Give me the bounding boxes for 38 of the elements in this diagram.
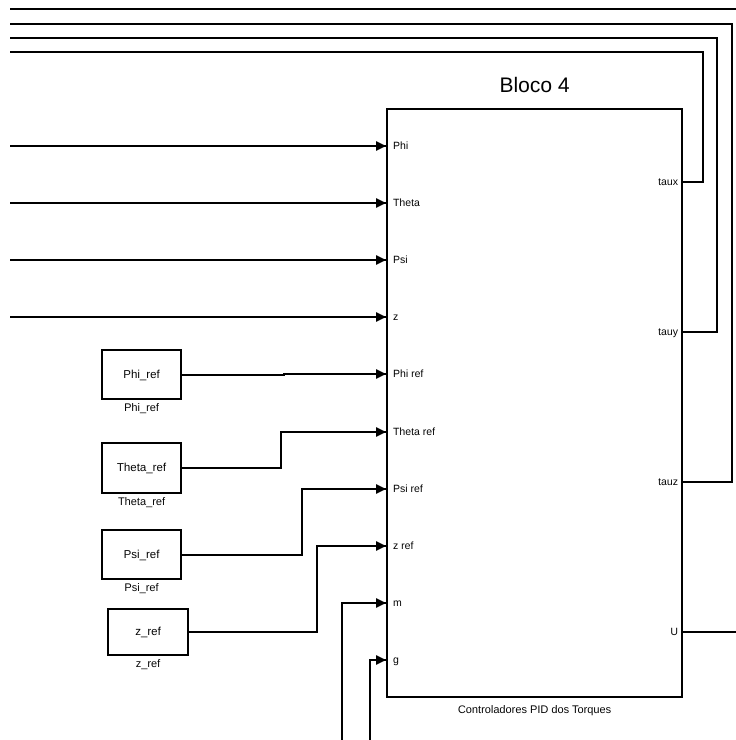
block-caption: Phi_ref [123, 402, 160, 414]
signal-arrow [10, 198, 386, 208]
block-caption: Psi_ref [123, 582, 160, 594]
input-port-label: z [386, 311, 398, 323]
input-port-label: Phi [386, 140, 408, 152]
block-caption: Controladores PID dos Torques [456, 704, 612, 716]
input-port-label: Psi ref [386, 483, 423, 495]
input-port-label: m [386, 597, 402, 609]
output-port-label: U [670, 626, 683, 638]
input-port-label: z ref [386, 540, 414, 552]
output-port-label: taux [658, 176, 683, 188]
block-caption: Theta_ref [116, 496, 166, 508]
constant-block: z_ref [107, 608, 189, 656]
block-title: Bloco 4 [498, 74, 571, 98]
constant-block: Theta_ref [101, 442, 182, 494]
signal-arrow [10, 141, 386, 151]
signal-line [683, 631, 736, 633]
signal-line [10, 51, 704, 183]
input-port-label: Phi ref [386, 368, 424, 380]
input-port-label: Theta ref [386, 426, 436, 438]
signal-arrow [10, 255, 386, 265]
output-port-label: tauz [658, 476, 683, 488]
signal-line [10, 37, 718, 333]
output-port-label: tauy [658, 326, 683, 338]
constant-block: Psi_ref [101, 529, 182, 580]
signal-arrow [369, 655, 386, 740]
signal-line [10, 23, 733, 483]
block-caption: z_ref [134, 658, 162, 670]
signal-arrow [182, 484, 386, 556]
signal-arrow [10, 312, 386, 322]
input-port-label: Psi [386, 254, 408, 266]
input-port-label: g [386, 654, 399, 666]
input-port-label: Theta [386, 197, 420, 209]
signal-arrow [182, 427, 386, 469]
signal-arrow [182, 369, 386, 379]
signal-arrow [341, 598, 386, 740]
constant-block: Phi_ref [101, 349, 182, 400]
signal-arrow [189, 541, 386, 633]
